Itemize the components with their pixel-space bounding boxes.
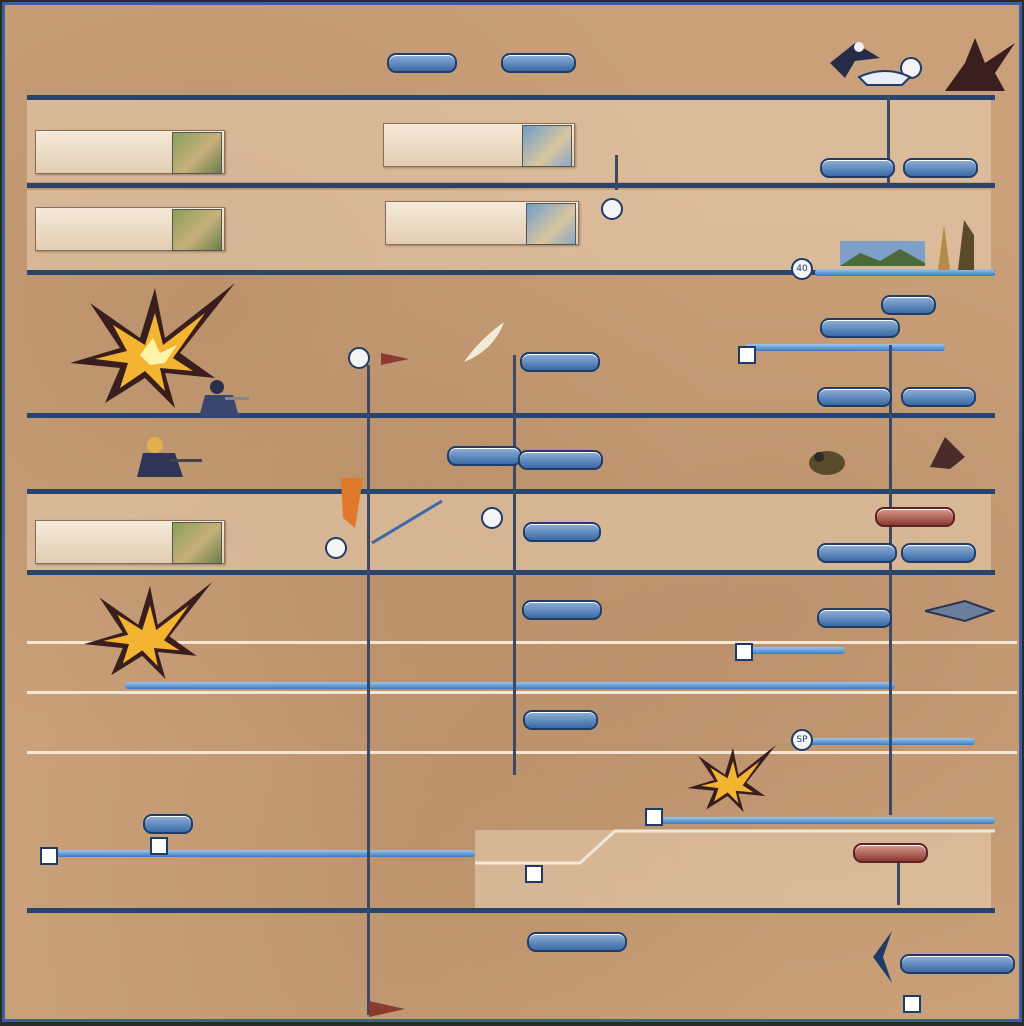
card-thumbnail (522, 125, 572, 167)
score-badge[interactable]: SP (791, 729, 813, 751)
lane-pill[interactable] (881, 295, 936, 315)
track-line (27, 908, 995, 913)
rail (745, 344, 945, 351)
track-line (27, 570, 995, 575)
track-line (27, 270, 995, 275)
bird-sprite[interactable] (825, 33, 885, 83)
quest-card[interactable] (35, 207, 225, 251)
lane-pill[interactable] (820, 318, 900, 338)
lane-pill[interactable] (817, 543, 897, 563)
quest-card[interactable] (35, 520, 225, 564)
lane-pill-red[interactable] (853, 843, 928, 863)
arrow-icon[interactable] (369, 999, 409, 1019)
track-line (27, 489, 995, 494)
flag-icon[interactable] (335, 473, 365, 538)
tower-icon (938, 220, 974, 270)
level-badge[interactable]: 40 (791, 258, 813, 280)
quest-card[interactable] (383, 123, 575, 167)
track-line (27, 751, 1017, 754)
waypoint-badge[interactable] (900, 57, 922, 79)
rail (815, 269, 995, 276)
lane-pill[interactable] (901, 543, 976, 563)
lane-pill[interactable] (523, 522, 601, 542)
rail (745, 647, 845, 654)
explosion-icon (687, 745, 777, 813)
lane-pill[interactable] (447, 446, 522, 466)
bird-sprite[interactable] (925, 597, 995, 625)
top-status-pill[interactable] (387, 53, 457, 73)
node-square[interactable] (150, 837, 168, 855)
landscape-icon (840, 241, 925, 266)
connector (367, 365, 370, 1015)
connector (887, 95, 890, 185)
card-thumbnail (172, 522, 222, 564)
connector (889, 345, 892, 815)
connector (897, 855, 900, 905)
card-thumbnail (526, 203, 576, 245)
quest-card[interactable] (385, 201, 579, 245)
node-square[interactable] (645, 808, 663, 826)
lane-pill[interactable] (903, 158, 978, 178)
flag-icon[interactable] (381, 351, 411, 367)
waypoint-badge[interactable] (481, 507, 503, 529)
lane-pill[interactable] (527, 932, 627, 952)
lane-pill[interactable] (817, 608, 892, 628)
leaf-icon (464, 322, 504, 362)
guide-line (475, 829, 995, 865)
waypoint-badge[interactable] (348, 347, 370, 369)
lane-pill[interactable] (820, 158, 895, 178)
node-square[interactable] (525, 865, 543, 883)
warrior-sprite[interactable] (195, 377, 250, 427)
explosion-icon (83, 581, 213, 680)
waypoint-badge[interactable] (601, 198, 623, 220)
rail (655, 817, 995, 824)
card-thumbnail (172, 132, 222, 174)
node-square[interactable] (735, 643, 753, 661)
creature-sprite[interactable] (925, 427, 970, 472)
creature-sprite[interactable] (945, 33, 1015, 93)
lane-pill[interactable] (143, 814, 193, 834)
node-square[interactable] (903, 995, 921, 1013)
lane-pill[interactable] (520, 352, 600, 372)
rail (125, 682, 895, 689)
explosion-icon (70, 283, 235, 408)
arrow-icon[interactable] (869, 931, 894, 983)
track-line (27, 183, 995, 188)
warrior-sprite[interactable] (135, 433, 205, 483)
node-square[interactable] (40, 847, 58, 865)
ship-sprite[interactable] (857, 65, 912, 87)
track-line (27, 413, 995, 418)
lane-pill[interactable] (518, 450, 603, 470)
top-resource-pill[interactable] (501, 53, 576, 73)
waypoint-badge[interactable] (325, 537, 347, 559)
track-line (27, 691, 1017, 694)
arrow-icon[interactable] (370, 495, 445, 545)
quest-card[interactable] (35, 130, 225, 174)
track-line (27, 641, 1017, 644)
connector (615, 155, 618, 190)
lane-pill[interactable] (901, 387, 976, 407)
lane-pill[interactable] (817, 387, 892, 407)
node-square[interactable] (738, 346, 756, 364)
rail (50, 850, 475, 857)
lane-pill[interactable] (900, 954, 1015, 974)
creature-sprite[interactable] (805, 441, 850, 481)
lane-pill[interactable] (523, 710, 598, 730)
track-line (27, 95, 995, 100)
card-thumbnail (172, 209, 222, 251)
connector (513, 355, 516, 775)
lane-pill-red[interactable] (875, 507, 955, 527)
lane-pill[interactable] (522, 600, 602, 620)
